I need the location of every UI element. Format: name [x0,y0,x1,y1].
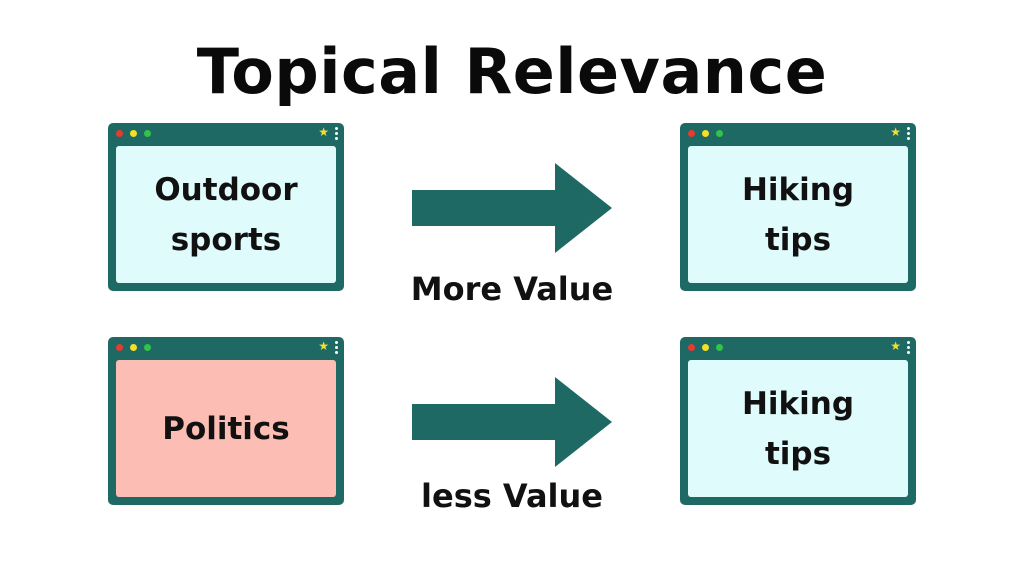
red-dot-icon [688,130,695,137]
yellow-dot-icon [702,344,709,351]
relation-caption-more-value: More Value [410,270,614,308]
browser-window-hiking-tips: ★ Hiking tips [680,337,916,505]
browser-content: Politics [116,360,336,497]
kebab-menu-icon [907,341,910,354]
star-icon: ★ [890,125,901,139]
browser-content: Outdoor sports [116,146,336,283]
green-dot-icon [716,130,723,137]
green-dot-icon [144,130,151,137]
red-dot-icon [116,344,123,351]
kebab-menu-icon [907,127,910,140]
star-icon: ★ [318,339,329,353]
green-dot-icon [716,344,723,351]
yellow-dot-icon [130,130,137,137]
source-label: Outdoor sports [154,171,298,258]
source-label: Politics [162,410,290,447]
kebab-menu-icon [335,341,338,354]
green-dot-icon [144,344,151,351]
target-label: Hiking tips [741,385,855,472]
arrow-right-icon [412,377,612,467]
relation-caption-less-value: less Value [421,477,603,515]
star-icon: ★ [890,339,901,353]
yellow-dot-icon [130,344,137,351]
browser-content: Hiking tips [688,146,908,283]
browser-window-outdoor-sports: ★ Outdoor sports [108,123,344,291]
browser-content: Hiking tips [688,360,908,497]
arrow-right-icon [412,163,612,253]
page-title: Topical Relevance [196,35,828,108]
browser-window-hiking-tips: ★ Hiking tips [680,123,916,291]
browser-window-politics: ★ Politics [108,337,344,505]
target-label: Hiking tips [741,171,855,258]
star-icon: ★ [318,125,329,139]
yellow-dot-icon [702,130,709,137]
red-dot-icon [688,344,695,351]
red-dot-icon [116,130,123,137]
kebab-menu-icon [335,127,338,140]
